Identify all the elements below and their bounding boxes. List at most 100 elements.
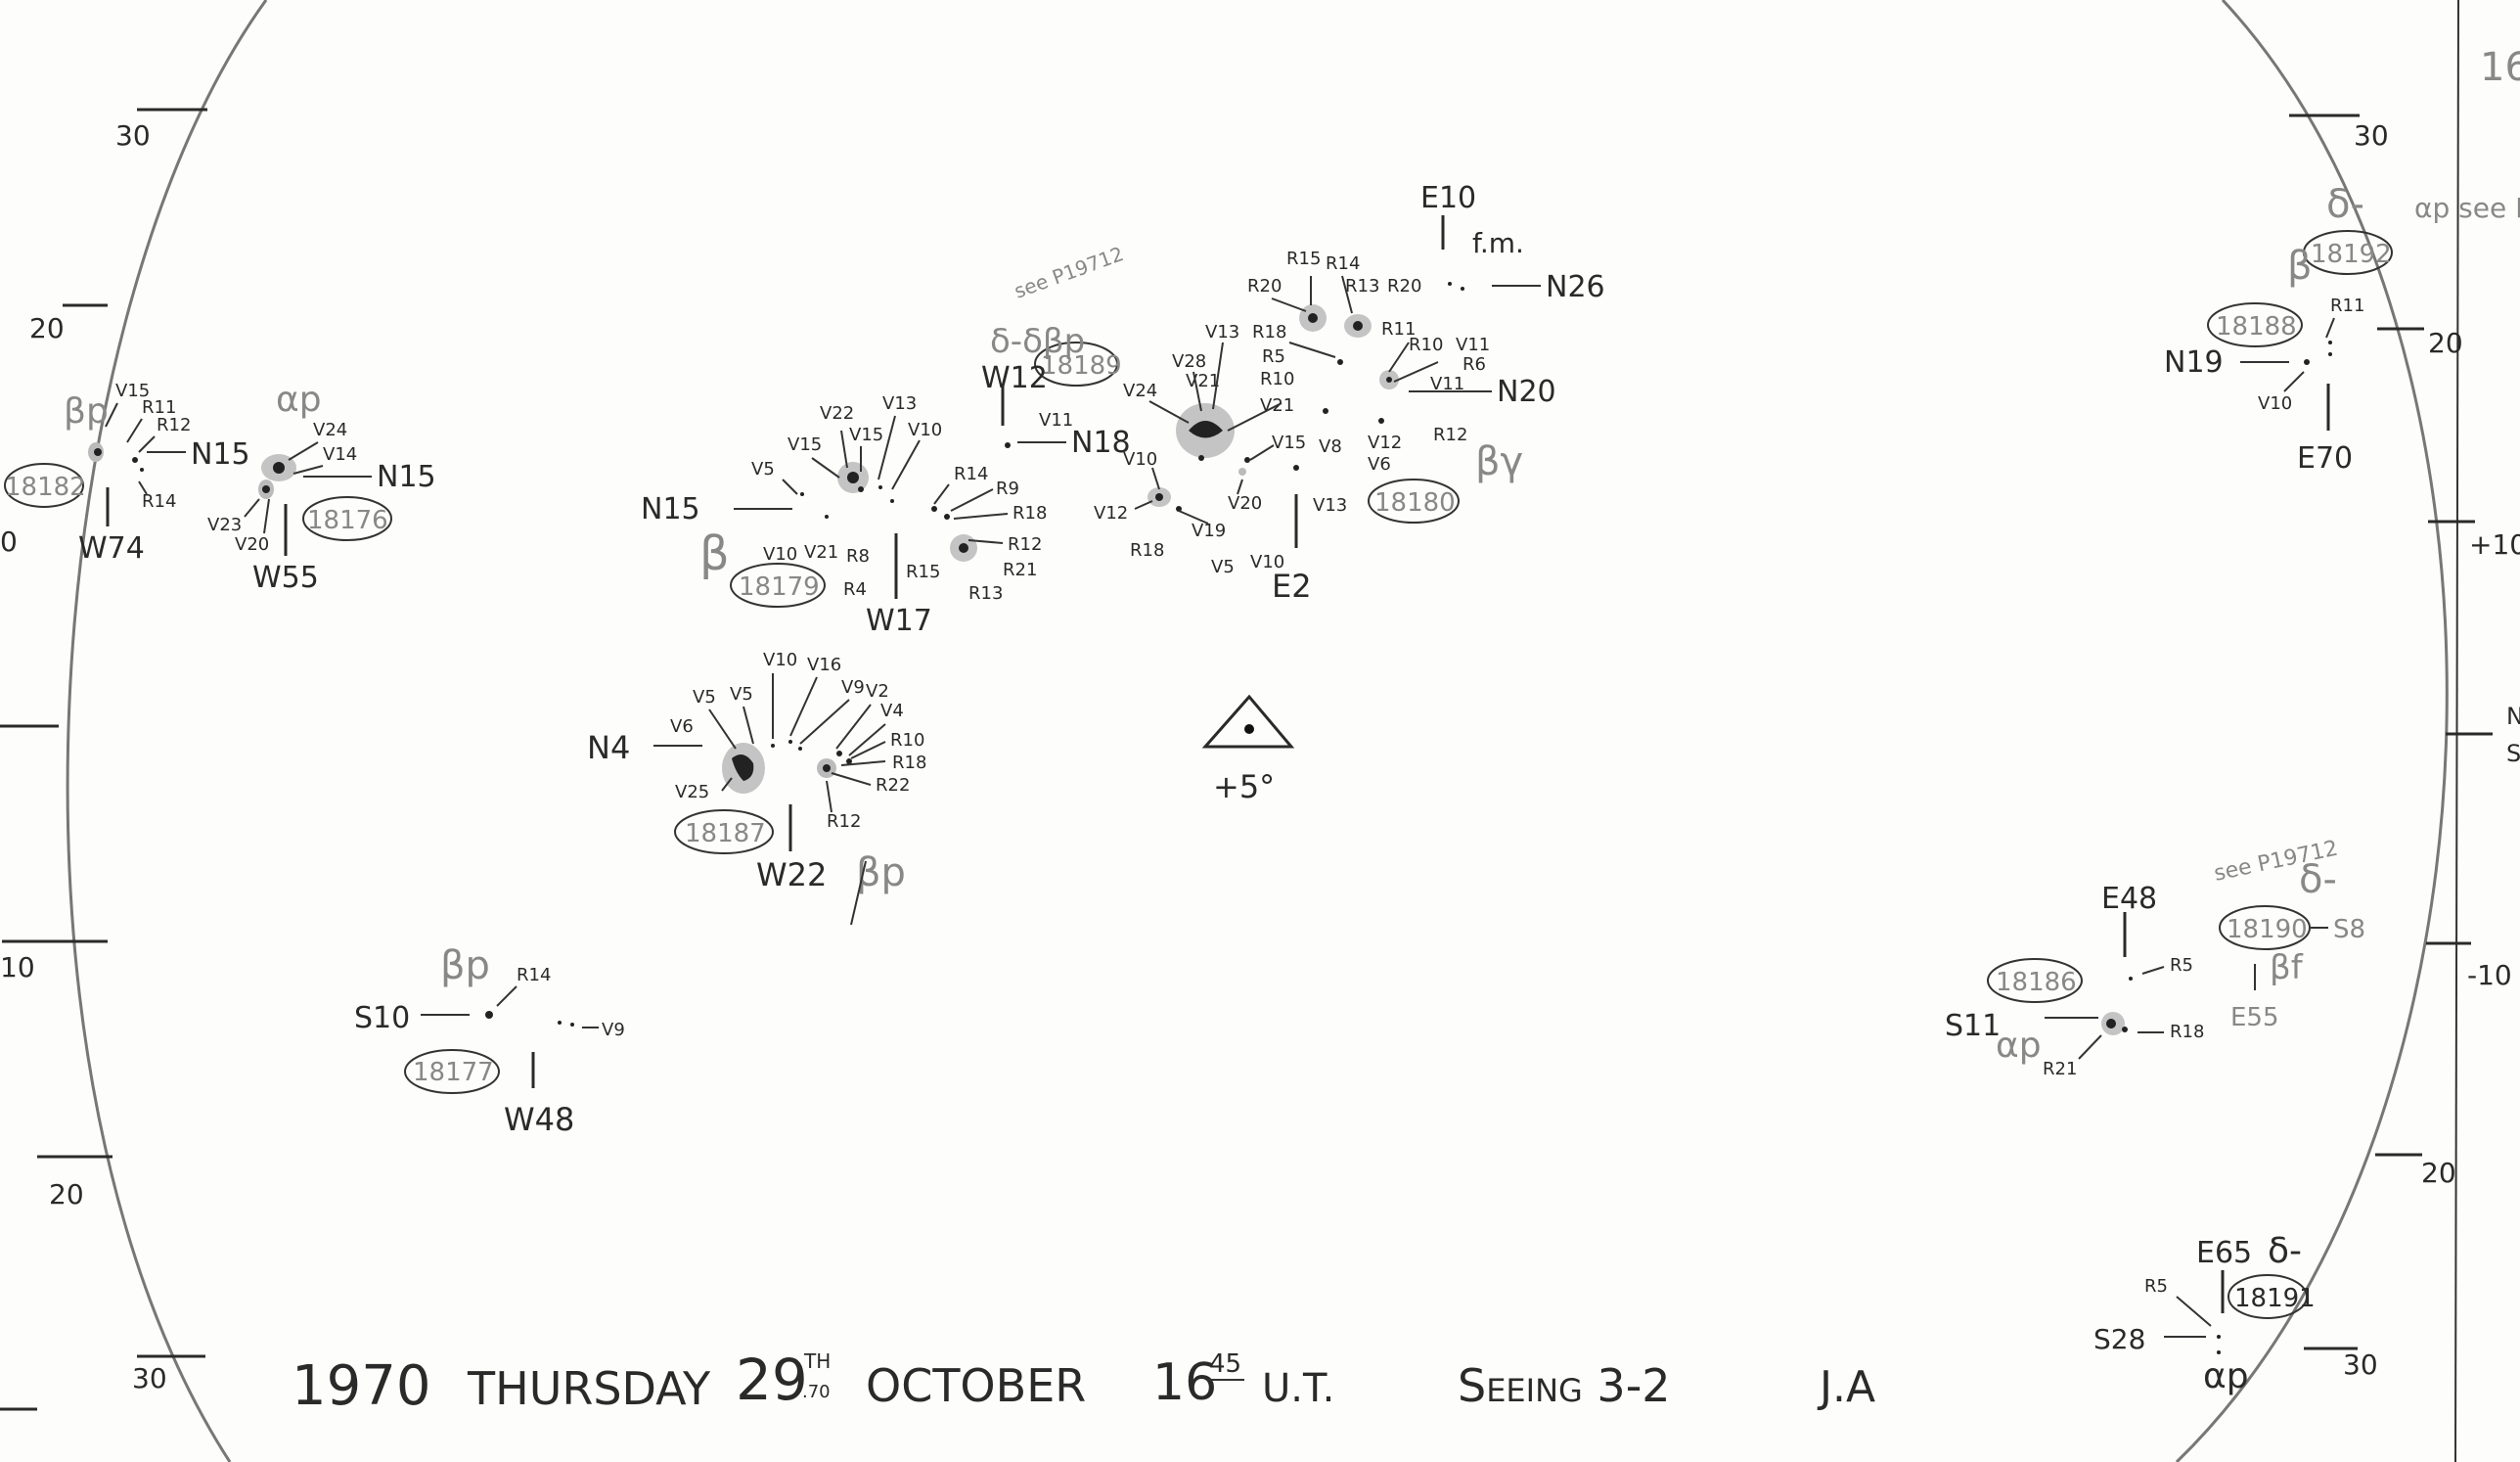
group-longitude: E10: [1420, 181, 1476, 215]
group-latitude: N15: [191, 437, 250, 472]
spot-label: V10: [763, 650, 797, 670]
right-tick-label: 20: [2428, 327, 2463, 359]
spot-label: R21: [2043, 1059, 2077, 1079]
page-number: 16: [2480, 45, 2520, 90]
right-tick-label: N: [2506, 703, 2520, 730]
spot-label: V16: [807, 655, 841, 675]
spot-label: R5: [2170, 955, 2193, 976]
spot-label: R11: [1381, 319, 1416, 340]
spot-label: R18: [1130, 540, 1164, 561]
caption-time-unit: U.T.: [1262, 1366, 1334, 1411]
group-extra: S8: [2333, 915, 2365, 944]
spot-label: V20: [235, 534, 269, 555]
group-class: βp: [856, 850, 906, 895]
caption-day-suffix: th: [803, 1349, 831, 1373]
group-class: βp: [64, 391, 109, 432]
spot-label: R9: [996, 479, 1019, 499]
spot-label: R14: [1326, 253, 1360, 274]
spot-label: V12: [1368, 433, 1402, 453]
spot-label: R15: [1286, 249, 1321, 269]
spot-label: R14: [954, 464, 988, 484]
group-number: 18191: [2234, 1284, 2316, 1313]
spot-label: V6: [1368, 454, 1391, 475]
spot-label: V11: [1456, 335, 1490, 355]
group-latitude: S11: [1945, 1009, 2001, 1043]
spot-label: R10: [890, 730, 924, 751]
left-tick-label: 20: [29, 312, 65, 344]
spot-label: V2: [866, 681, 889, 702]
group-class: β: [699, 526, 730, 581]
group-class: δ-δβp: [990, 322, 1085, 361]
spot-label: V13: [1313, 495, 1347, 516]
group-number: 18177: [413, 1058, 494, 1087]
group-latitude: N26: [1546, 270, 1605, 304]
caption-year: 1970: [292, 1354, 431, 1418]
caption-seeing: Seeing 3-2: [1458, 1359, 1671, 1412]
caption-weekday: Thursday: [467, 1362, 711, 1415]
spot-label: R18: [2170, 1022, 2204, 1042]
caption-time-minutes: 45: [1209, 1349, 1241, 1379]
sunspot-group-18189: 18189 N18 W12 δ-δβp see P19712 V11: [981, 242, 1131, 460]
sunspot-group-18192: 18192 δ- αp see P191: [2303, 182, 2520, 275]
right-tick-label: +10: [2469, 528, 2520, 561]
spot-label: V23: [207, 515, 242, 535]
group-longitude: W48: [504, 1101, 574, 1138]
group-longitude: E70: [2297, 441, 2353, 476]
spot-label: V8: [1319, 436, 1342, 457]
group-latitude: N19: [2164, 345, 2224, 380]
spot-label: V28: [1172, 351, 1206, 372]
spot-label: V9: [602, 1020, 625, 1040]
right-tick-label: 30: [2343, 1348, 2378, 1381]
right-tick-label: -10: [2467, 959, 2512, 991]
group-longitude: E2: [1272, 568, 1312, 605]
group-longitude: W12: [981, 361, 1048, 395]
spot-label: R6: [1462, 354, 1486, 375]
spot-label: R12: [157, 415, 191, 435]
right-edge-line: [2454, 0, 2459, 1462]
sunspot-group-18180: 18180 N20 E2 βγ V24 V28 V13 V21 R20 R15 …: [1094, 249, 1556, 605]
spot-label: V10: [908, 420, 942, 440]
spot-label: V14: [323, 444, 357, 465]
spot-label: V4: [880, 701, 904, 721]
group-class: βp: [440, 943, 490, 988]
right-tick-label: S: [2506, 740, 2520, 767]
sunspot-group-18182: 18182 N15 W74 βp V15 R11 R12 R14: [4, 381, 250, 566]
spot-label: V20: [1228, 493, 1262, 514]
group-class-secondary: βf: [2270, 948, 2304, 987]
spot-label: V9: [841, 677, 865, 698]
group-class: δ-: [2326, 182, 2364, 227]
group-class: βγ: [1475, 439, 1523, 484]
spot-label: V15: [849, 425, 883, 445]
sunspot-group-18191: 18191 S28 E65 δ- αp R5: [2093, 1231, 2316, 1396]
caption-month: October: [866, 1359, 1086, 1412]
spot-label: R5: [2144, 1276, 2168, 1297]
sunspot-group-e10: N26 E10 f.m.: [1420, 181, 1605, 304]
spot-label: R12: [827, 811, 861, 832]
caption-day-sub: .70: [802, 1382, 831, 1402]
spot-label: V12: [1094, 503, 1128, 524]
spot-label: V10: [2258, 393, 2292, 414]
group-number: 18187: [685, 819, 766, 848]
left-limb: [66, 0, 268, 1462]
spot-label: R22: [876, 775, 910, 796]
left-tick-label: 30: [115, 119, 151, 152]
spot-label: V13: [1205, 322, 1239, 343]
center-latitude-label: +5°: [1213, 768, 1275, 805]
left-limb-ticks: 30 20 0 10 20 30: [0, 108, 207, 1411]
group-latitude: N15: [377, 460, 436, 494]
spot-label: R15: [906, 562, 940, 582]
group-class: f.m.: [1472, 227, 1524, 259]
spot-label: R18: [892, 753, 926, 773]
spot-label: V5: [1211, 557, 1235, 577]
sunspot-group-18188: 18188 N19 E70 β R11 V10: [2164, 244, 2364, 476]
spot-label: R14: [517, 965, 551, 985]
group-class: δ-: [2268, 1231, 2302, 1271]
right-tick-label: 20: [2421, 1157, 2456, 1189]
spot-label: R13: [1345, 276, 1379, 297]
caption-time: 16: [1152, 1353, 1217, 1412]
group-latitude: N4: [587, 729, 630, 766]
spot-label: R12: [1008, 534, 1042, 555]
group-number: 18179: [739, 572, 820, 602]
group-longitude: E65: [2196, 1236, 2252, 1270]
